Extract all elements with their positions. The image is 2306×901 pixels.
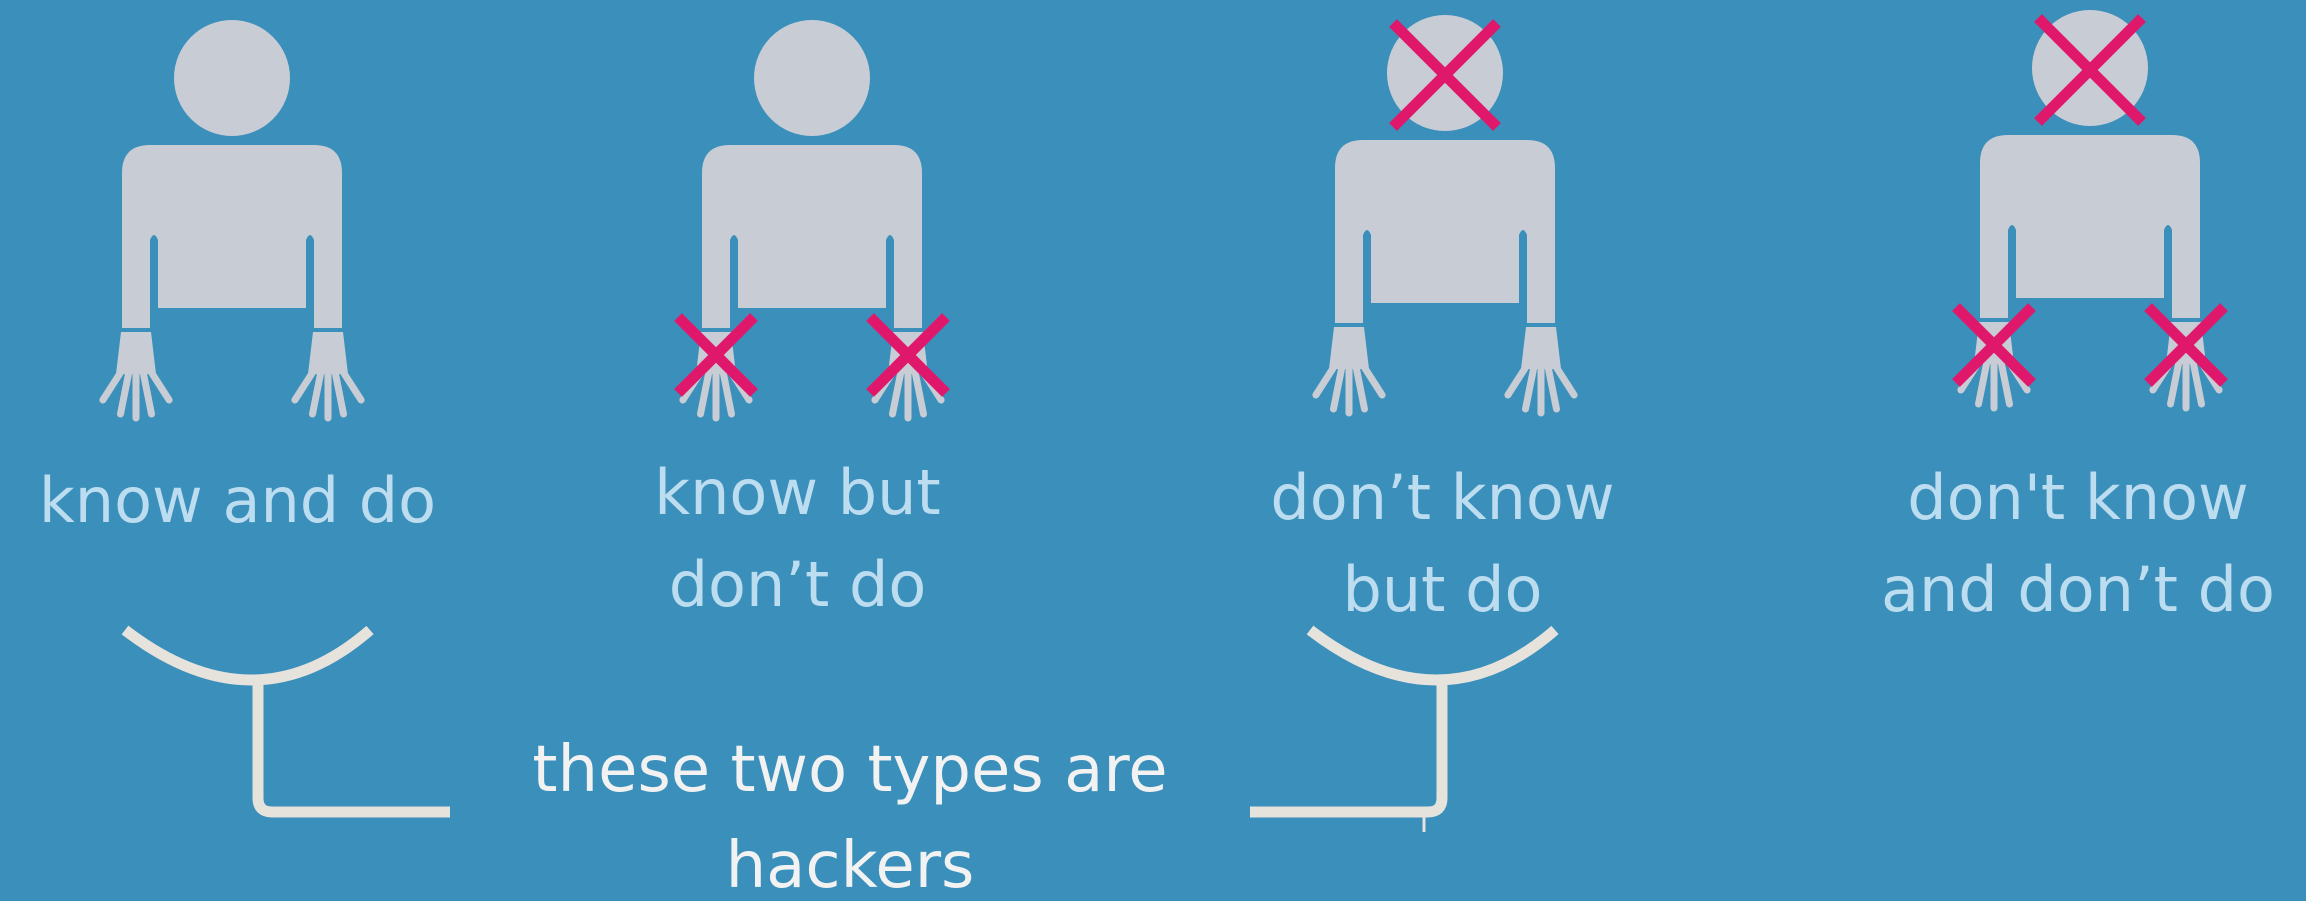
right-hand <box>291 332 365 422</box>
figure-label-dont-know-but-do: don’t know but do <box>1205 452 1680 636</box>
figure-label-line: know but <box>654 456 941 529</box>
finger <box>145 364 173 404</box>
finger <box>1522 359 1539 413</box>
finger <box>330 364 347 418</box>
finger <box>1975 354 1992 408</box>
finger <box>889 364 906 418</box>
head-cross-mark <box>2034 14 2146 126</box>
figure-label-line: don’t do <box>668 548 927 621</box>
finger <box>1504 359 1532 399</box>
brackets-layer <box>121 625 1559 832</box>
cross-stroke <box>2034 14 2146 126</box>
figure-label-line: know and do <box>38 464 437 537</box>
person-figure <box>1952 10 2228 412</box>
left-hand-palm <box>116 332 156 374</box>
person-torso <box>1980 135 2200 318</box>
finger <box>697 364 714 418</box>
caption-line-1: these two types are <box>532 733 1168 807</box>
figure-label-line: don't know <box>1907 461 2249 534</box>
finger <box>2188 354 2205 408</box>
person-head <box>174 20 290 136</box>
left-hand <box>99 332 173 422</box>
right-hand-cross-mark <box>2144 303 2228 387</box>
left-hand-palm <box>1329 327 1369 369</box>
finger <box>2167 354 2184 408</box>
cross-stroke <box>674 313 758 397</box>
person-head <box>754 20 870 136</box>
person-figure <box>99 20 365 422</box>
left-hand-cross-mark <box>674 313 758 397</box>
right-hand-palm <box>308 332 348 374</box>
finger <box>138 364 155 418</box>
right-hand-cross-mark <box>866 313 950 397</box>
person-figure <box>1312 15 1578 417</box>
cross-stroke <box>1389 19 1501 131</box>
figure-label-line: and don’t do <box>1881 553 2275 626</box>
person-figure <box>674 20 950 422</box>
cross-stroke <box>1952 303 2036 387</box>
caption-line-2: hackers <box>725 829 975 901</box>
finger <box>1358 359 1386 399</box>
figure-label-line: don’t know <box>1270 461 1615 534</box>
cross-stroke <box>2144 303 2228 387</box>
left-hand-cross-mark <box>1952 303 2036 387</box>
cross-stroke <box>866 313 950 397</box>
person-torso <box>702 145 922 328</box>
figure-label-line: but do <box>1342 553 1543 626</box>
figure-label-know-and-do: know and do <box>0 455 475 547</box>
finger <box>309 364 326 418</box>
finger <box>291 364 319 404</box>
finger <box>1330 359 1347 413</box>
finger <box>910 364 927 418</box>
figure-label-dont-know-and-dont-do: don't know and don’t do <box>1850 452 2306 636</box>
finger <box>1996 354 2013 408</box>
figure-label-know-but-dont-do: know but don’t do <box>560 447 1035 631</box>
finger <box>1312 359 1340 399</box>
right-hand <box>1504 327 1578 417</box>
finger <box>117 364 134 418</box>
figures-layer <box>99 10 2228 422</box>
person-torso <box>1335 140 1555 323</box>
person-torso <box>122 145 342 328</box>
hackers-caption: these two types are hackers <box>450 722 1250 901</box>
finger <box>99 364 127 404</box>
bracket-left <box>121 625 450 818</box>
finger <box>1543 359 1560 413</box>
bracket-right <box>1250 625 1559 818</box>
right-hand-palm <box>1521 327 1561 369</box>
left-hand <box>1312 327 1386 417</box>
finger <box>337 364 365 404</box>
finger <box>1550 359 1578 399</box>
finger <box>1351 359 1368 413</box>
head-cross-mark <box>1389 19 1501 131</box>
finger <box>718 364 735 418</box>
